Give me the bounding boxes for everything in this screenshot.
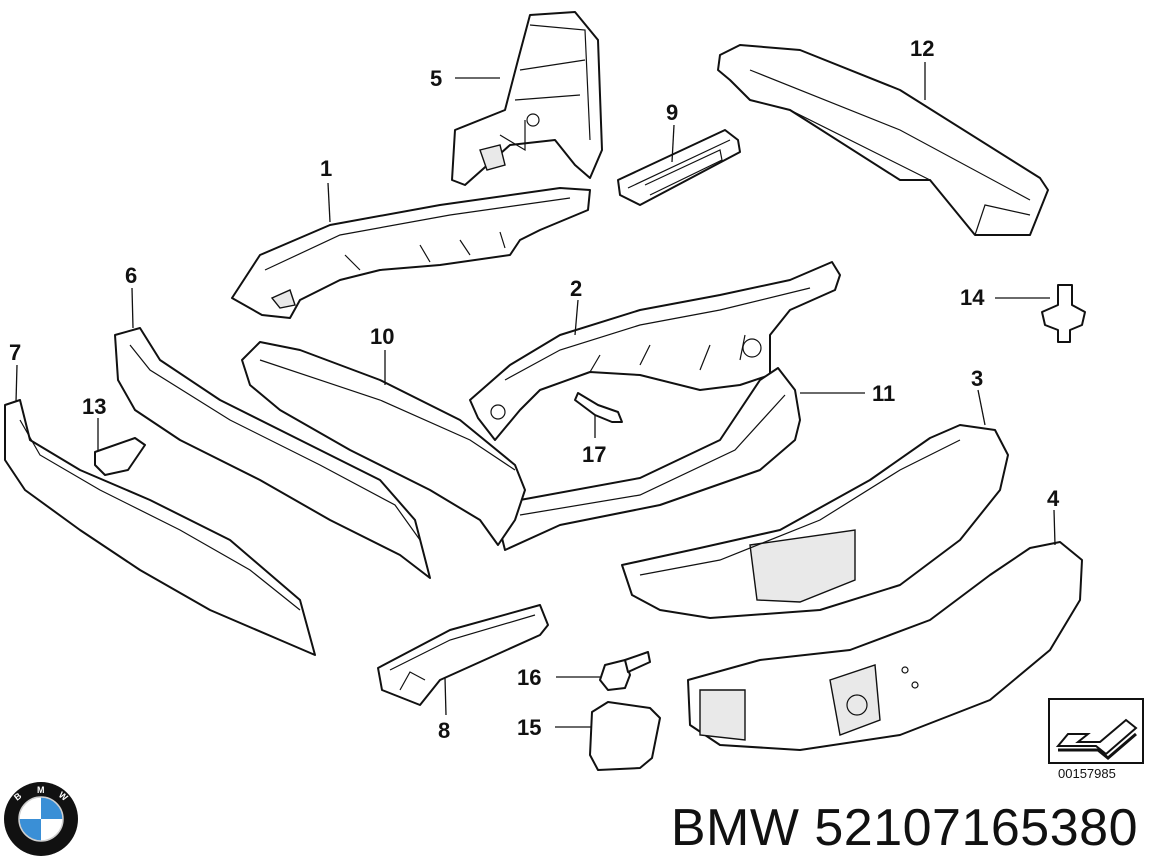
callout-labels: 1 2 3 4 5 6 7 8 9 10 11 12 13 14 15 16 1… [9, 36, 1060, 743]
callout-8: 8 [438, 718, 450, 743]
part-1-seat-rail [231, 187, 591, 319]
part-11-lower-trim [499, 367, 801, 551]
callout-4: 4 [1047, 486, 1060, 511]
bmw-logo: B M W [4, 782, 78, 856]
part-12-upper-cover [717, 44, 1049, 236]
part-5-backrest-bracket [451, 11, 603, 186]
part-16-screw [599, 651, 651, 691]
part-8-small-bracket [377, 604, 549, 706]
callout-16: 16 [517, 665, 541, 690]
part-7-sill-trim [4, 399, 316, 656]
callout-14: 14 [960, 285, 985, 310]
callout-17: 17 [582, 442, 606, 467]
callout-15: 15 [517, 715, 541, 740]
svg-text:B: B [12, 790, 24, 802]
callout-6: 6 [125, 263, 137, 288]
leader-lines [15, 62, 1056, 728]
svg-text:M: M [37, 785, 45, 795]
part-15-cap [589, 701, 661, 771]
part-13-clip [94, 437, 146, 476]
part-3-side-cover [621, 424, 1009, 619]
part-6-side-trim [114, 327, 431, 579]
callout-9: 9 [666, 100, 678, 125]
part-2-seat-rail [469, 261, 841, 441]
orientation-arrow-icon [1048, 698, 1144, 764]
part-4-switch-cover [687, 541, 1083, 751]
callout-11: 11 [872, 381, 895, 406]
callout-2: 2 [570, 276, 582, 301]
callout-5: 5 [430, 66, 442, 91]
part-14-push-clip [1041, 284, 1086, 343]
callout-1: 1 [320, 156, 332, 181]
callout-10: 10 [370, 324, 394, 349]
part-number-caption: BMW 52107165380 [670, 799, 1138, 857]
part-10-front-panel [241, 341, 526, 546]
callout-13: 13 [82, 394, 106, 419]
callout-7: 7 [9, 340, 21, 365]
part-9-slide-rail [617, 129, 741, 206]
callout-12: 12 [910, 36, 934, 61]
callout-3: 3 [971, 366, 983, 391]
diagram-code: 00157985 [1058, 766, 1116, 781]
part-17-pin [574, 392, 623, 423]
